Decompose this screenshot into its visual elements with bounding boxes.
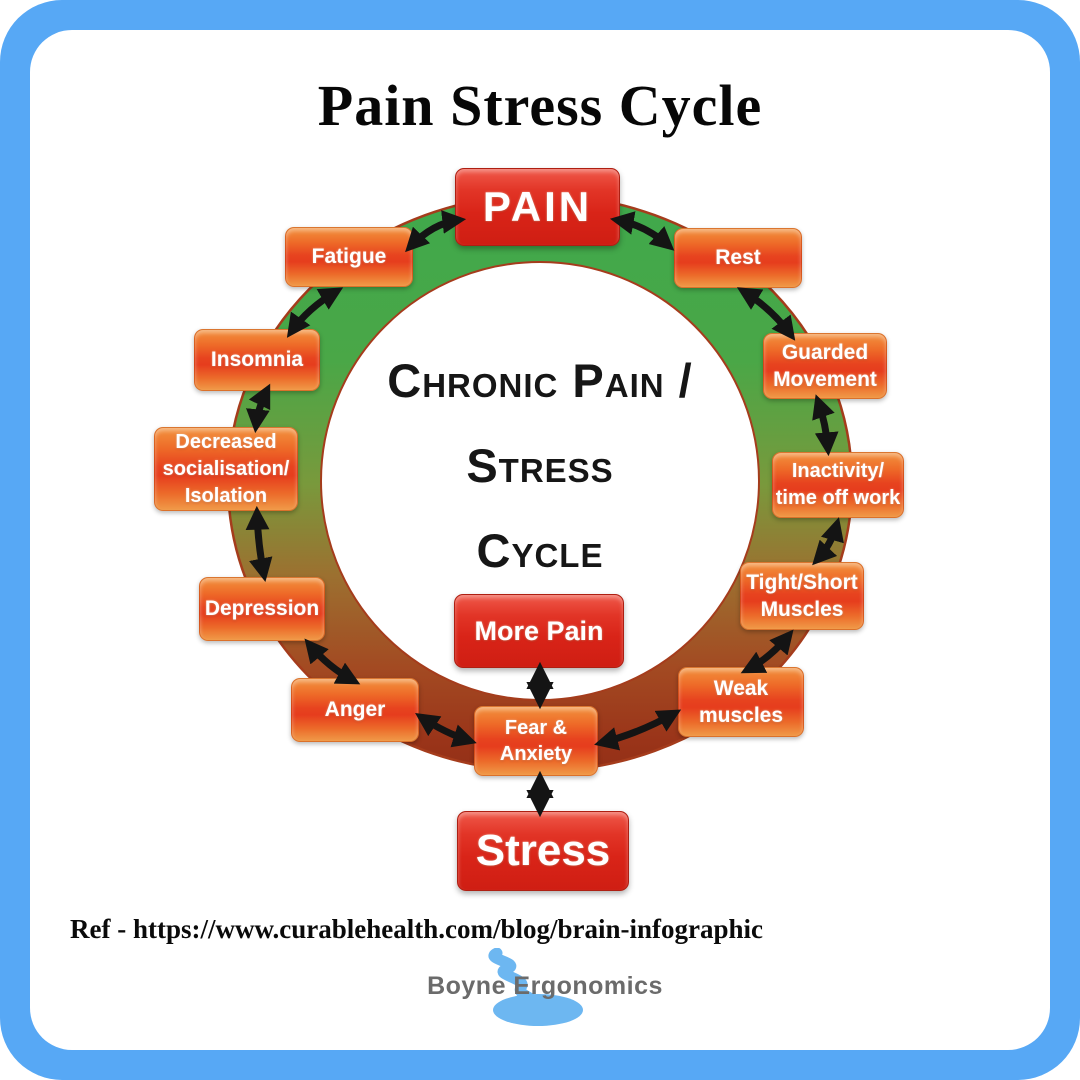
- page-title: Pain Stress Cycle: [317, 73, 763, 138]
- node-stress: Stress: [457, 811, 629, 891]
- node-pain: PAIN: [455, 168, 620, 246]
- logo: Boyne Ergonomics: [425, 948, 665, 1032]
- node-fear-anxiety: Fear & Anxiety: [474, 706, 598, 776]
- center-label-line3: Cycle: [476, 524, 604, 577]
- node-tight-short-muscles: Tight/Short Muscles: [740, 562, 864, 630]
- node-anger: Anger: [291, 678, 419, 742]
- logo-text: Boyne Ergonomics: [427, 972, 663, 1000]
- node-inactivity: Inactivity/ time off work: [772, 452, 904, 518]
- node-more-pain: More Pain: [454, 594, 624, 668]
- node-rest: Rest: [674, 228, 802, 288]
- node-depression: Depression: [199, 577, 325, 641]
- node-decreased-socialisation: Decreased socialisation/ Isolation: [154, 427, 298, 511]
- node-guarded-movement: Guarded Movement: [763, 333, 887, 399]
- node-weak-muscles: Weak muscles: [678, 667, 804, 737]
- center-label-line2: Stress: [466, 439, 614, 492]
- river-icon: [488, 948, 583, 1026]
- node-fatigue: Fatigue: [285, 227, 413, 287]
- center-label-line1: Chronic Pain /: [387, 354, 693, 407]
- reference-text: Ref - https://www.curablehealth.com/blog…: [70, 914, 763, 944]
- center-label: Chronic Pain / Stress Cycle: [320, 338, 760, 593]
- node-insomnia: Insomnia: [194, 329, 320, 391]
